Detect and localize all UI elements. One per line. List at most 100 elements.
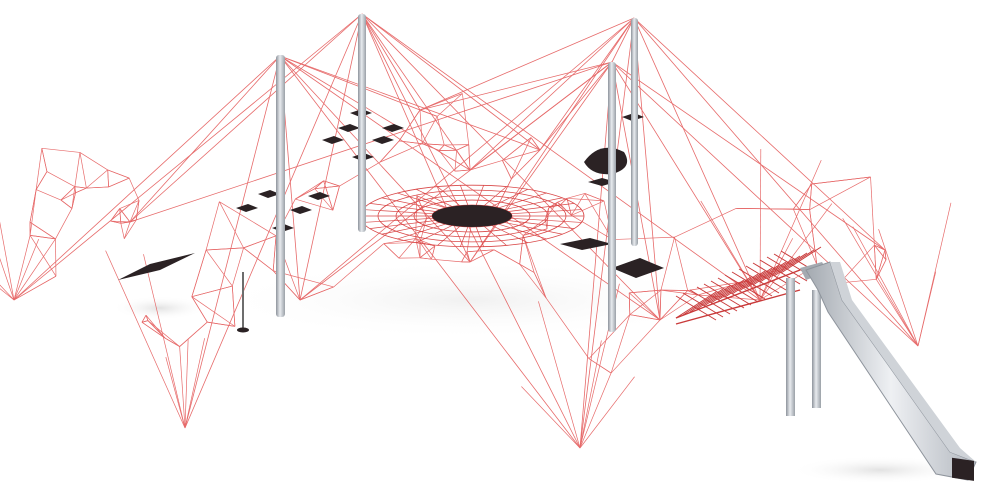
rope-segment [381, 222, 440, 235]
rope-segment [415, 195, 418, 239]
rope-segment [459, 185, 469, 206]
rope-segment [314, 188, 334, 211]
rope-segment [191, 296, 236, 327]
rope-segment [633, 17, 919, 347]
rope-segment [628, 292, 661, 321]
rope-segment [511, 137, 532, 180]
rope-segment [29, 221, 56, 240]
rope-segment [436, 93, 463, 117]
rope-segment [508, 220, 575, 229]
pad [236, 204, 258, 212]
rope-segment [13, 13, 363, 301]
rope-segment [519, 263, 547, 299]
rope-segment [419, 109, 438, 117]
rope-segment [557, 202, 572, 216]
rope-segment [437, 186, 460, 206]
rope-segment [498, 192, 548, 209]
rope-segment [469, 17, 635, 171]
rope-segment [179, 346, 186, 429]
rope-segment [362, 209, 433, 215]
rope-segment [422, 143, 440, 151]
rope-segment [484, 226, 507, 246]
rope-segment [383, 238, 416, 244]
rope-segment [687, 290, 698, 296]
rope-segment [773, 249, 815, 277]
rope-segment [522, 235, 547, 299]
rope-segment [419, 257, 432, 260]
rope-segment [107, 169, 109, 187]
rope-segment [398, 109, 421, 142]
rope-bridge [675, 246, 822, 325]
rope-segment [579, 17, 635, 449]
rope-segment [332, 185, 340, 211]
rope-segment [164, 337, 180, 347]
rope-segment [533, 272, 547, 299]
rope-segment [675, 291, 717, 319]
slide-pole [786, 278, 795, 416]
rope-segment [689, 285, 731, 313]
rope-segment [71, 192, 76, 209]
rope-segment [13, 238, 40, 301]
rope-segment [466, 251, 471, 263]
rope-segment [361, 13, 761, 301]
rope-segment [41, 148, 48, 172]
rope-segment [299, 17, 635, 301]
rope-segment [809, 209, 818, 265]
rope-segment [361, 13, 421, 111]
rope-segment [629, 289, 661, 294]
rope-segment [530, 137, 541, 151]
rope-segment [279, 55, 581, 449]
rope-segment [60, 186, 76, 201]
rope-segment [521, 386, 581, 449]
rope-segment [381, 197, 440, 210]
pole [358, 14, 366, 232]
pad [308, 192, 330, 200]
rope-segment [878, 228, 919, 347]
rope-segment [13, 55, 281, 301]
rope-segment [79, 152, 108, 171]
rope-segment [467, 249, 495, 253]
rope-segment [191, 296, 208, 323]
rope-segment [438, 150, 456, 172]
rope-segment [141, 321, 166, 339]
rope-segment [361, 13, 471, 171]
rope-segment [419, 109, 423, 144]
rope-segment [279, 55, 471, 171]
rope-segment [752, 258, 794, 286]
rope-segment [842, 218, 919, 347]
rope-segment [398, 238, 416, 259]
rope-segment [745, 261, 787, 289]
rope-segment [415, 238, 421, 258]
rope-segment [571, 215, 613, 240]
rope-segment [584, 193, 613, 240]
rope-segment [502, 160, 512, 180]
rope-segment [383, 243, 400, 259]
pad [612, 258, 664, 278]
rope-segment [191, 285, 233, 298]
rope-segment [123, 221, 131, 239]
rope-segment [494, 178, 512, 212]
rope-segment [852, 226, 919, 347]
rope-segment [759, 238, 794, 301]
rope-segment [475, 226, 485, 247]
rope-segment [184, 13, 363, 429]
rope-segment [299, 13, 363, 301]
rope-segment [13, 275, 57, 301]
rope-segment [456, 150, 471, 171]
rope-segment [875, 249, 886, 280]
rope-segment [579, 376, 635, 449]
rope-segment [884, 249, 887, 260]
rope-segment [566, 193, 585, 199]
rope-segment [128, 177, 140, 201]
rope-segment [279, 55, 541, 151]
rope-segment [469, 61, 613, 171]
slide [786, 261, 977, 481]
rope-segment [74, 152, 81, 187]
rope-net [0, 13, 952, 449]
rope-segment [454, 169, 471, 172]
rope-segment [147, 320, 180, 347]
rope-segment [79, 152, 87, 189]
rope-segment [502, 137, 532, 161]
rope-segment [30, 235, 56, 240]
rope-segment [119, 208, 131, 223]
